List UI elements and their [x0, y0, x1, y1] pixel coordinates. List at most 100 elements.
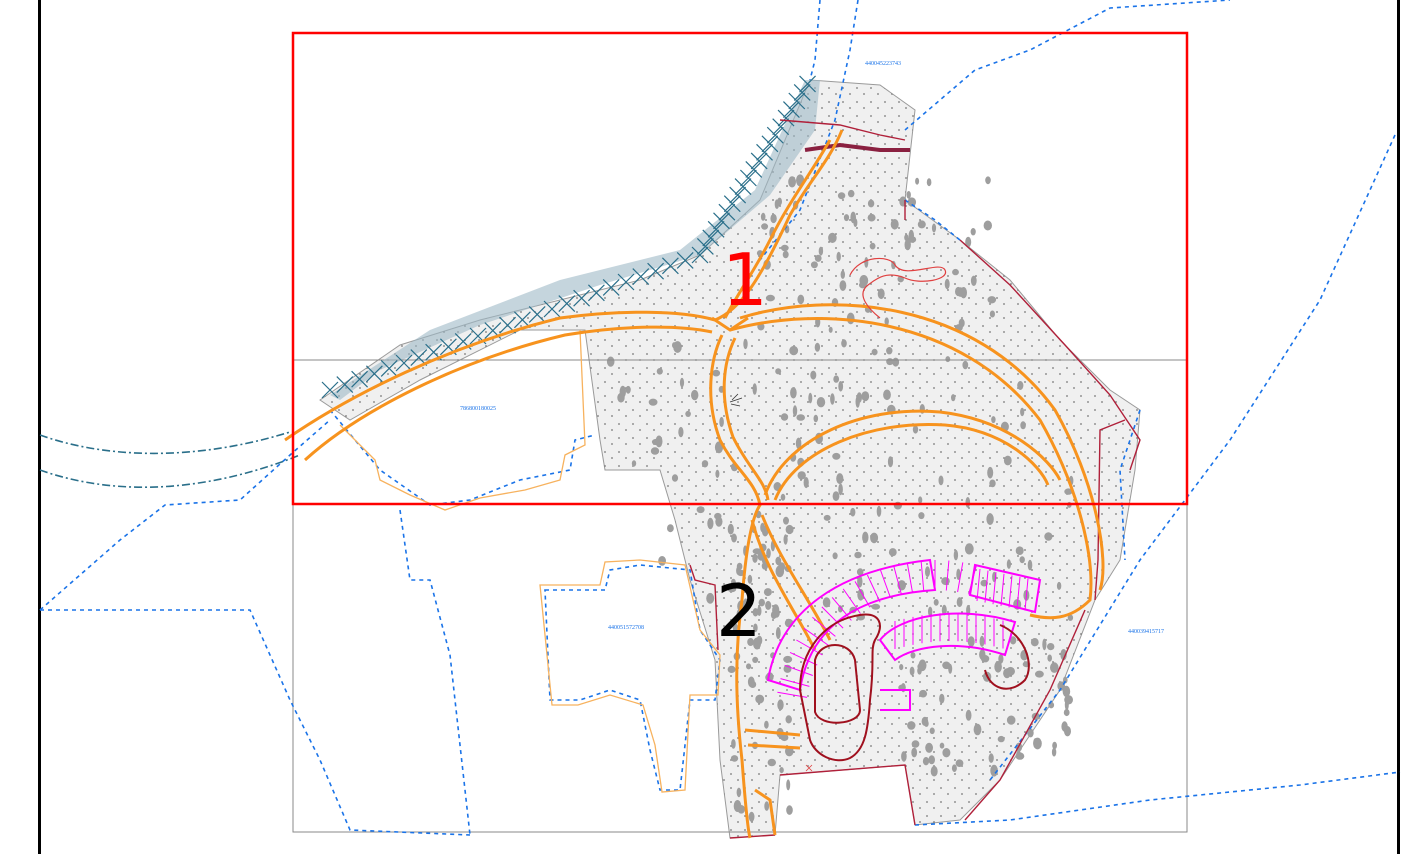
tree [945, 356, 951, 363]
tree [1033, 738, 1038, 748]
hatch-mark [528, 305, 546, 323]
tree [731, 533, 737, 543]
tree [871, 348, 878, 356]
road-inner-loop [763, 409, 1062, 496]
coastline-lines [39, 431, 301, 488]
tree [655, 435, 663, 448]
tree [706, 592, 715, 604]
boundary-south-east [964, 419, 1126, 821]
tree [696, 506, 705, 514]
tree [850, 211, 856, 224]
tree [907, 721, 916, 730]
tree [832, 552, 838, 560]
tree [965, 709, 972, 721]
tree [783, 655, 793, 663]
tree [846, 312, 855, 325]
tree [956, 597, 963, 608]
hatch-mark [602, 278, 620, 296]
tree [994, 661, 1002, 673]
tree [767, 758, 776, 767]
cadastral-parcel-south [399, 509, 471, 836]
tree [942, 748, 951, 758]
hatch-mark [647, 262, 665, 280]
parking-stall [945, 560, 950, 591]
tree [1047, 654, 1052, 662]
right-frame-border [1397, 0, 1400, 854]
tree [850, 507, 856, 517]
parking-stall [984, 570, 989, 603]
tree [970, 275, 977, 286]
tree [869, 242, 876, 250]
tree [752, 383, 757, 395]
parking-stall [879, 569, 891, 598]
tree [758, 598, 765, 607]
tree [886, 347, 893, 355]
road-coastal-inner [303, 325, 713, 462]
parking-arc-east [968, 563, 1042, 614]
tree [719, 416, 724, 428]
hatch-mark [661, 257, 679, 275]
tree [779, 767, 784, 774]
cadastral-line-left [39, 419, 331, 611]
tree [925, 566, 930, 578]
parking-stall [1016, 576, 1021, 610]
tree [656, 368, 663, 375]
tree [1063, 708, 1070, 717]
hatch-mark [707, 220, 725, 238]
hatch-mark [321, 381, 339, 399]
winding-path [849, 257, 946, 319]
tree [797, 471, 806, 480]
parking-stall [957, 562, 964, 593]
tree [792, 405, 798, 417]
tree [631, 460, 637, 467]
tree [832, 452, 841, 460]
tree [922, 757, 930, 766]
tree [926, 178, 932, 187]
tree [870, 532, 879, 544]
hatch-mark [696, 238, 714, 255]
tree [770, 213, 777, 224]
tree [795, 437, 802, 450]
hatch-mark [723, 195, 741, 213]
tree [942, 661, 951, 670]
hatch-mark [573, 289, 591, 307]
hatch-mark [734, 178, 752, 195]
tree [1009, 636, 1017, 645]
tree [788, 176, 796, 188]
tree [917, 667, 922, 675]
parking-area [766, 558, 1042, 711]
tree [990, 764, 998, 777]
tree [855, 395, 860, 408]
cadastral-east-edge [1119, 409, 1141, 561]
tree [1030, 638, 1039, 647]
tree [830, 393, 835, 405]
tree [856, 568, 864, 576]
tree [822, 597, 831, 608]
tree [746, 663, 752, 670]
tree [953, 549, 959, 561]
tree [989, 310, 996, 318]
parking-stall [803, 627, 829, 646]
tree [956, 287, 965, 297]
survey-marker [805, 764, 813, 772]
tree [838, 483, 843, 496]
parking-stall [992, 572, 997, 605]
tree [838, 605, 843, 613]
parking-stall [920, 560, 925, 591]
tree [803, 477, 809, 489]
parcel-label-north: 440045223743 [865, 61, 901, 67]
tree [925, 742, 933, 753]
tree [785, 524, 794, 535]
tree [786, 805, 793, 815]
cadastral-site-east [904, 199, 961, 241]
tree [783, 534, 788, 545]
tree [712, 369, 721, 377]
tree [743, 598, 749, 610]
parcel-label-west: 786800180025 [460, 406, 496, 412]
tree [918, 512, 925, 520]
tree [731, 578, 736, 586]
tree [987, 296, 997, 304]
coast-water-strip [330, 80, 820, 400]
tree [777, 699, 784, 711]
